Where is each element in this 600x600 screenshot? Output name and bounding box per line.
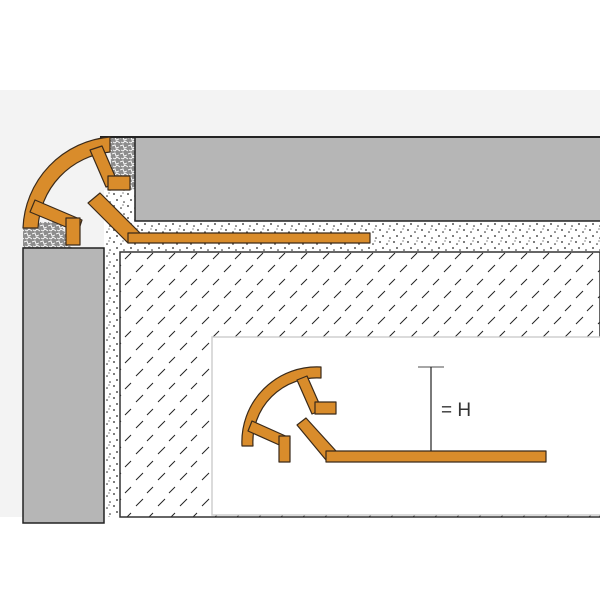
- height-dimension: = H: [418, 366, 471, 451]
- wall-tile: [134, 136, 600, 222]
- tile-adhesive-bed: [104, 190, 600, 517]
- corner-profile: [22, 136, 371, 246]
- inset-corner-profile: [241, 366, 547, 463]
- inset-panel: [211, 336, 600, 516]
- dimension-label: = H: [441, 400, 471, 421]
- floor-tile: [22, 247, 105, 524]
